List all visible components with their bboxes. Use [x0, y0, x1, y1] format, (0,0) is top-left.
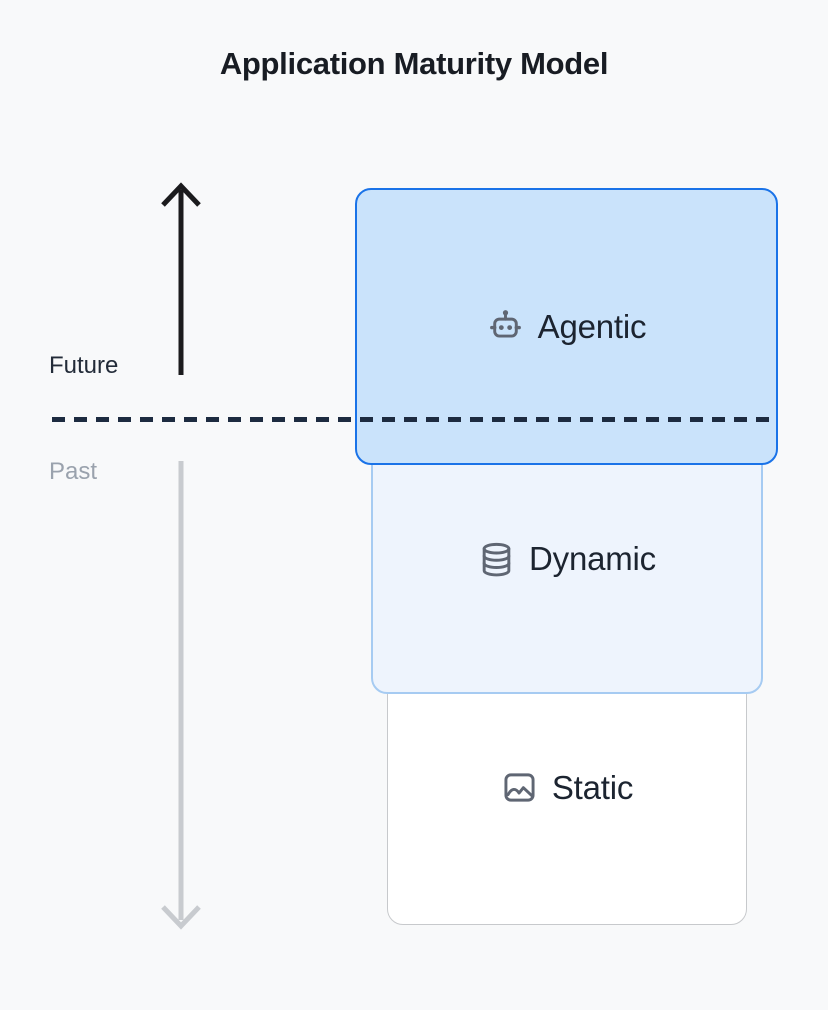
page-title: Application Maturity Model — [219, 46, 609, 81]
image-icon — [501, 769, 538, 806]
future-axis-label: Future — [49, 352, 119, 379]
past-axis-label: Past — [49, 458, 98, 485]
stage-label: Dynamic — [529, 540, 656, 577]
stage-card-dynamic: Dynamic — [371, 424, 763, 694]
stage-label: Static — [551, 768, 634, 806]
stage-card-agentic: Agentic — [355, 188, 778, 465]
past-arrow-icon — [161, 461, 201, 930]
stage-card-static: Static — [387, 650, 747, 925]
future-arrow-icon — [161, 182, 201, 375]
stage-label: Agentic — [537, 307, 647, 345]
robot-icon — [487, 308, 524, 345]
database-icon — [478, 541, 515, 578]
